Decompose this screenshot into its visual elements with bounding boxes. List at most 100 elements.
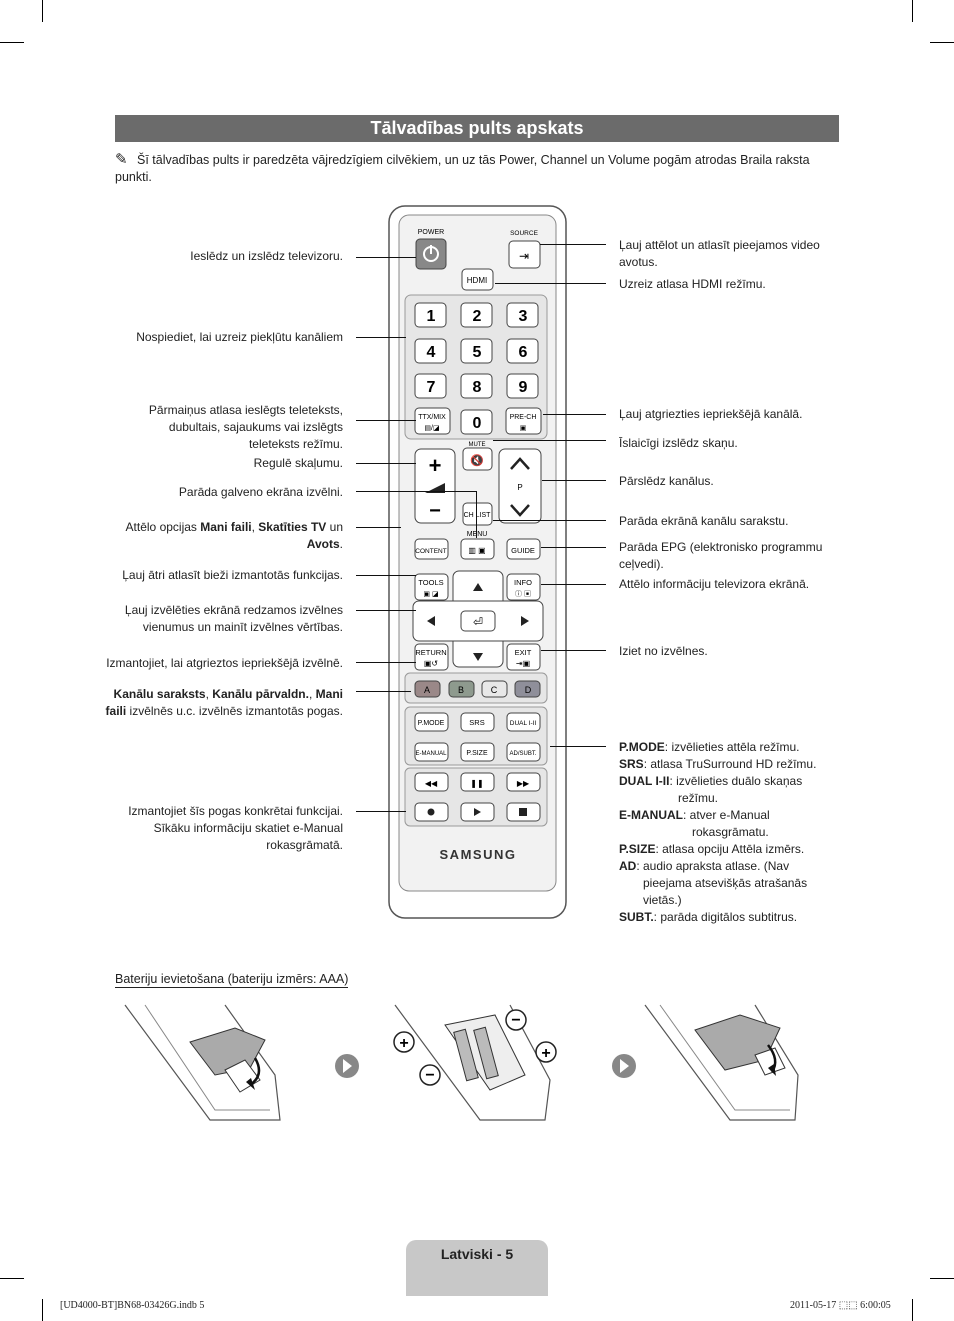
mute-button[interactable]: 🔇 xyxy=(462,447,493,471)
battery-section-title: Bateriju ievietošana (bateriju izmērs: A… xyxy=(115,972,349,988)
crop-mark xyxy=(912,1299,913,1321)
pmode-button[interactable]: P.MODE xyxy=(414,712,449,732)
svg-text:GUIDE: GUIDE xyxy=(511,546,535,555)
source-button[interactable]: ⇥ xyxy=(508,240,541,269)
label-media: Izmantojiet šīs pogas konkrētai funkcija… xyxy=(128,804,343,852)
svg-text:2: 2 xyxy=(473,308,482,325)
svg-text:AD/SUBT.: AD/SUBT. xyxy=(509,751,536,757)
svg-text:ⓘ ▣: ⓘ ▣ xyxy=(515,590,531,598)
svg-text:🔇: 🔇 xyxy=(470,454,484,467)
function-item: SRS: atlasa TruSurround HD režīmu. xyxy=(619,757,817,771)
guide-button[interactable]: GUIDE xyxy=(506,538,541,560)
svg-text:+: + xyxy=(429,453,442,478)
label-guide: Parāda EPG (elektronisko programmu ceļve… xyxy=(619,540,823,571)
leader-line xyxy=(541,650,606,651)
svg-text:1: 1 xyxy=(427,308,436,325)
note: ✎Šī tālvadības pults ir paredzēta vājred… xyxy=(115,151,835,186)
svg-text:⇥: ⇥ xyxy=(519,249,529,263)
svg-text:6: 6 xyxy=(519,344,528,361)
svg-text:9: 9 xyxy=(519,379,528,396)
arrow-right-icon xyxy=(612,1054,636,1078)
ch-list-button[interactable]: CH LIST xyxy=(462,502,493,526)
power-label: POWER xyxy=(418,229,444,236)
dual-button[interactable]: DUAL I-II xyxy=(506,712,541,732)
page-number: Latviski - 5 xyxy=(440,1246,514,1262)
svg-text:TOOLS: TOOLS xyxy=(418,578,443,587)
svg-text:+: + xyxy=(399,1035,408,1052)
leader-line xyxy=(356,610,416,611)
number-pad[interactable]: 1 2 3 4 5 6 7 8 9 0 xyxy=(414,302,539,435)
battery-step-2-illustration: + − − + xyxy=(393,1004,557,1121)
svg-text:⇥▣: ⇥▣ xyxy=(516,659,530,668)
info-button[interactable]: INFO ⓘ ▣ xyxy=(506,573,541,601)
svg-text:▶▶: ▶▶ xyxy=(517,779,530,788)
exit-button[interactable]: EXIT ⇥▣ xyxy=(506,643,541,671)
leader-line xyxy=(356,420,416,421)
crop-mark xyxy=(0,42,24,43)
crop-mark xyxy=(912,0,913,22)
svg-text:DUAL I-II: DUAL I-II xyxy=(510,720,537,727)
arrow-right-icon xyxy=(335,1054,359,1078)
svg-text:−: − xyxy=(429,500,441,522)
leader-line xyxy=(493,520,606,521)
leader-line xyxy=(356,691,411,692)
hdmi-button[interactable]: HDMI xyxy=(461,268,494,291)
pencil-icon: ✎ xyxy=(115,151,128,168)
color-buttons[interactable]: A B C D xyxy=(414,680,541,698)
function-item: P.SIZE: atlasa opciju Attēla izmērs. xyxy=(619,842,805,856)
label-abcd: Kanālu saraksts, Kanālu pārvaldn., Mani … xyxy=(105,687,343,718)
label-tools: Ļauj ātri atlasīt bieži izmantotās funkc… xyxy=(122,568,343,582)
remote-control: POWER ⇥ SOURCE HDMI 1 2 3 4 5 6 7 8 9 0 … xyxy=(388,205,567,919)
crop-mark xyxy=(930,42,954,43)
ttx-mix-button[interactable]: TTX/MIX ▤/◪ xyxy=(414,407,451,435)
e-manual-button[interactable]: E-MANUAL xyxy=(414,742,449,762)
svg-text:▣ ◪: ▣ ◪ xyxy=(423,591,438,598)
svg-text:3: 3 xyxy=(519,308,528,325)
channel-rocker[interactable]: P xyxy=(498,448,542,524)
page-tab xyxy=(406,1240,548,1296)
crop-mark xyxy=(0,1278,24,1279)
leader-line xyxy=(356,575,416,576)
page-title: Tālvadības pults apskats xyxy=(115,115,839,142)
crop-mark xyxy=(42,0,43,22)
svg-text:EXIT: EXIT xyxy=(515,648,532,657)
leader-line xyxy=(356,811,406,812)
function-keys-list: P.MODE: izvēlieties attēla režīmu. SRS: … xyxy=(619,739,824,926)
date-info: 2011-05-17 ⬚⬚ 6:00:05 xyxy=(790,1300,891,1311)
ad-subt-button[interactable]: AD/SUBT. xyxy=(506,742,541,762)
media-buttons[interactable]: ◀◀ ❚❚ ▶▶ xyxy=(414,772,541,822)
navigation-pad[interactable]: ⏎ xyxy=(412,570,544,668)
crop-mark xyxy=(42,1299,43,1321)
menu-button[interactable]: ▥ ▣ xyxy=(460,538,495,560)
pre-ch-button[interactable]: PRE-CH ▣ xyxy=(505,407,542,435)
srs-button[interactable]: SRS xyxy=(460,712,495,732)
label-content: Attēlo opcijas Mani faili, Skatīties TV … xyxy=(125,520,343,551)
leader-line xyxy=(540,244,606,245)
svg-text:TTX/MIX: TTX/MIX xyxy=(418,414,446,421)
note-text: Šī tālvadības pults ir paredzēta vājredz… xyxy=(115,153,810,184)
label-mute: Īslaicīgi izslēdz skaņu. xyxy=(619,436,738,450)
svg-text:P: P xyxy=(517,483,522,492)
svg-text:◀◀: ◀◀ xyxy=(425,779,438,788)
volume-rocker[interactable]: + − xyxy=(414,448,456,524)
svg-text:P.MODE: P.MODE xyxy=(418,720,445,727)
label-chlist: Parāda ekrānā kanālu sarakstu. xyxy=(619,514,789,528)
return-button[interactable]: RETURN ▣↺ xyxy=(414,643,449,671)
svg-text:C: C xyxy=(491,685,498,695)
svg-text:P.SIZE: P.SIZE xyxy=(466,750,488,757)
label-ttx: Pārmaiņus atlasa ieslēgts teleteksts, du… xyxy=(148,403,343,451)
tools-button[interactable]: TOOLS ▣ ◪ xyxy=(414,573,449,601)
label-source: Ļauj attēlot un atlasīt pieejamos video … xyxy=(619,238,820,269)
mute-label: MUTE xyxy=(469,442,486,448)
leader-line xyxy=(542,480,606,481)
svg-text:▤/◪: ▤/◪ xyxy=(424,425,439,432)
label-menu: Parāda galveno ekrāna izvēlni. xyxy=(178,485,343,499)
leader-line xyxy=(543,414,606,415)
psize-button[interactable]: P.SIZE xyxy=(460,742,495,762)
label-info: Attēlo informāciju televizora ekrānā. xyxy=(619,577,810,591)
leader-line xyxy=(541,547,606,548)
label-hdmi: Uzreiz atlasa HDMI režīmu. xyxy=(619,277,766,291)
power-button[interactable] xyxy=(415,238,447,270)
crop-mark xyxy=(930,1278,954,1279)
content-button[interactable]: CONTENT xyxy=(414,538,449,560)
